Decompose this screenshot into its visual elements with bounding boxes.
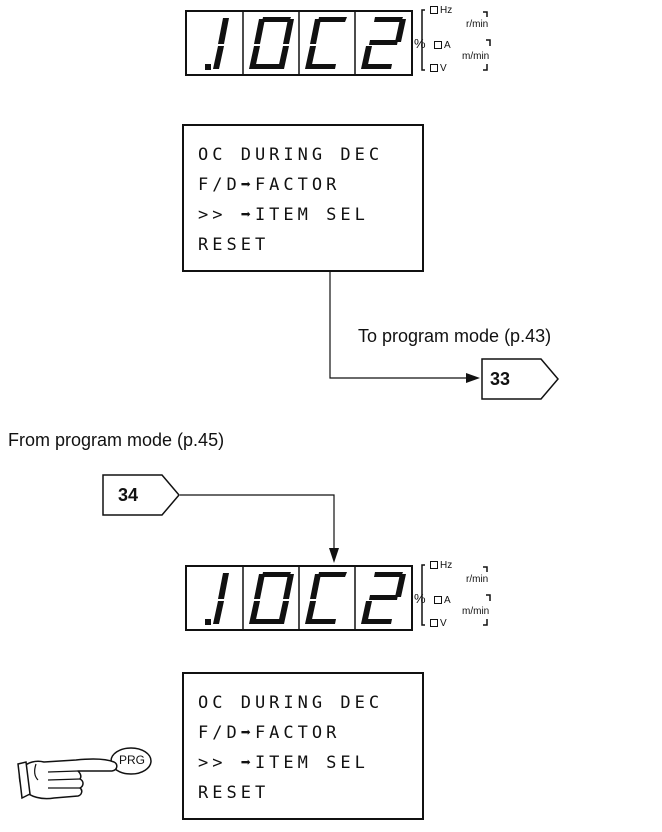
- unit-a-top: A: [434, 41, 451, 51]
- arrow-head-icon: [329, 548, 339, 563]
- indicator-box-icon: [434, 41, 442, 49]
- unit-v-top: V: [430, 64, 447, 74]
- prg-key-press[interactable]: PRG: [14, 740, 154, 810]
- unit-a-bottom: A: [434, 596, 451, 606]
- indicator-box-icon: [430, 64, 438, 72]
- page-connector-33[interactable]: 33: [481, 358, 561, 400]
- lcd-line-2: F/D➡FACTOR: [198, 718, 422, 748]
- lcd-line-4: RESET: [198, 230, 422, 260]
- indicator-box-icon: [430, 561, 438, 569]
- segment-display-top: [185, 10, 413, 76]
- unit-rmin-top: r/min: [466, 20, 488, 30]
- lcd-line-1: OC DURING DEC: [198, 688, 422, 718]
- percent-label-bottom: %: [414, 592, 426, 605]
- lcd-panel-top: OC DURING DEC F/D➡FACTOR >> ➡ITEM SEL RE…: [182, 124, 424, 272]
- indicator-box-icon: [434, 596, 442, 604]
- to-program-caption: To program mode (p.43): [358, 326, 551, 346]
- lcd-line-1: OC DURING DEC: [198, 140, 422, 170]
- connector-tag-label: 33: [490, 369, 510, 389]
- arrow-head-icon: [466, 373, 480, 383]
- unit-hz-top: Hz: [430, 6, 452, 16]
- connector-tag-icon: [102, 474, 182, 516]
- unit-mmin-bottom: m/min: [462, 607, 489, 617]
- page-connector-34[interactable]: 34: [102, 474, 182, 516]
- unit-mmin-top: m/min: [462, 52, 489, 62]
- hand-pointing-icon: [14, 740, 154, 810]
- connector-tag-label: 34: [118, 485, 138, 505]
- unit-brackets-bottom: [414, 559, 504, 631]
- segment-digits-top: [187, 12, 411, 74]
- percent-label-top: %: [414, 37, 426, 50]
- segment-display-bottom: [185, 565, 413, 631]
- indicator-box-icon: [430, 619, 438, 627]
- lcd-line-3: >> ➡ITEM SEL: [198, 748, 422, 778]
- lcd-panel-bottom: OC DURING DEC F/D➡FACTOR >> ➡ITEM SEL RE…: [182, 672, 424, 820]
- unit-hz-bottom: Hz: [430, 561, 452, 571]
- indicator-box-icon: [430, 6, 438, 14]
- prg-key-label: PRG: [119, 754, 145, 767]
- lcd-line-2: F/D➡FACTOR: [198, 170, 422, 200]
- from-program-caption: From program mode (p.45): [8, 430, 224, 450]
- unit-indicators-top: % Hz r/min A m/min V: [414, 4, 504, 76]
- lcd-line-3: >> ➡ITEM SEL: [198, 200, 422, 230]
- unit-brackets-top: [414, 4, 504, 76]
- unit-rmin-bottom: r/min: [466, 575, 488, 585]
- lcd-line-4: RESET: [198, 778, 422, 808]
- unit-v-bottom: V: [430, 619, 447, 629]
- segment-digits-bottom: [187, 567, 411, 629]
- unit-indicators-bottom: % Hz r/min A m/min V: [414, 559, 504, 631]
